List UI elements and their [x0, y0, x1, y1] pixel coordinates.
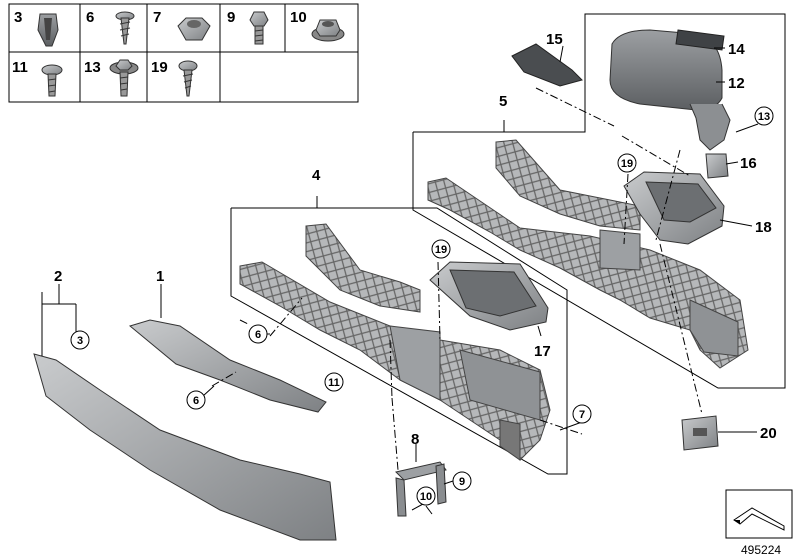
- callout-19a-circle: [617, 153, 637, 173]
- callout-10: 10: [420, 491, 432, 503]
- callout-10-circle: [416, 486, 436, 506]
- callout-2: 2: [54, 268, 62, 285]
- callout-labels: 1 2 4 5 8 14 12 15 16 18 17 20 3 6 6 7 9…: [54, 31, 777, 506]
- front-console-carrier: [239, 223, 551, 461]
- callout-6a-circle: [248, 324, 268, 344]
- side-trim-2: [33, 353, 337, 541]
- fastener-label-3: 3: [14, 9, 22, 26]
- callout-9-circle: [452, 471, 472, 491]
- hex-nut-icon: [177, 17, 211, 41]
- storage-tray-18: [623, 171, 725, 245]
- callout-4: 4: [312, 167, 321, 184]
- callout-17: 17: [534, 343, 551, 360]
- console-group-frame: [230, 196, 568, 475]
- fastener-table: 3 6 7 9 10 11 13 19: [8, 3, 359, 103]
- washer-screw-icon: [109, 59, 139, 97]
- callout-7-circle: [572, 404, 592, 424]
- leader-lines: [41, 45, 759, 515]
- fastener-label-9: 9: [227, 9, 235, 26]
- callout-8: 8: [411, 431, 419, 448]
- cover-14: [675, 29, 725, 51]
- callout-5: 5: [499, 93, 507, 110]
- callout-16: 16: [740, 155, 757, 172]
- callout-14: 14: [728, 41, 745, 58]
- callout-11-circle: [324, 372, 344, 392]
- pan-head-screw-icon: [178, 60, 198, 97]
- reference-box: 495224: [725, 489, 793, 557]
- callout-6b-circle: [186, 390, 206, 410]
- callout-13: 13: [758, 111, 770, 123]
- flange-nut-icon: [311, 19, 345, 42]
- fastener-label-11: 11: [12, 59, 28, 76]
- fastener-label-19: 19: [151, 59, 168, 76]
- callout-3: 3: [77, 335, 83, 347]
- clip-nut-icon: [37, 13, 59, 47]
- callout-18: 18: [755, 219, 772, 236]
- callout-6b: 6: [193, 395, 199, 407]
- bracket-8: [395, 461, 447, 517]
- collar-screw-icon: [41, 64, 63, 97]
- fastener-label-10: 10: [290, 9, 307, 26]
- armrest-12: [609, 29, 731, 151]
- callout-19b: 19: [435, 244, 447, 256]
- callout-19a: 19: [621, 158, 633, 170]
- reference-number: 495224: [741, 543, 781, 557]
- callout-15: 15: [546, 31, 563, 48]
- fastener-label-13: 13: [84, 59, 101, 76]
- dash-dot-lines: [211, 87, 703, 471]
- self-tapping-screw-icon: [115, 11, 135, 45]
- callout-19b-circle: [431, 239, 451, 259]
- switch-cover-20: [681, 415, 719, 451]
- storage-tray-17: [429, 261, 549, 331]
- hex-bolt-icon: [249, 11, 269, 45]
- callout-11: 11: [328, 377, 340, 389]
- callout-9: 9: [459, 476, 465, 488]
- fastener-label-6: 6: [86, 9, 94, 26]
- fastener-label-7: 7: [153, 9, 161, 26]
- callout-13-circle: [754, 106, 774, 126]
- callout-20: 20: [760, 425, 777, 442]
- cover-16: [705, 153, 729, 179]
- insert-mat-15: [511, 43, 583, 87]
- callout-1: 1: [156, 268, 164, 285]
- callout-3-circle: [70, 330, 90, 350]
- callout-6a: 6: [255, 329, 261, 341]
- trim-panel-1: [128, 319, 327, 413]
- rear-console-carrier: [427, 139, 749, 369]
- callout-12: 12: [728, 75, 745, 92]
- callout-7: 7: [579, 409, 585, 421]
